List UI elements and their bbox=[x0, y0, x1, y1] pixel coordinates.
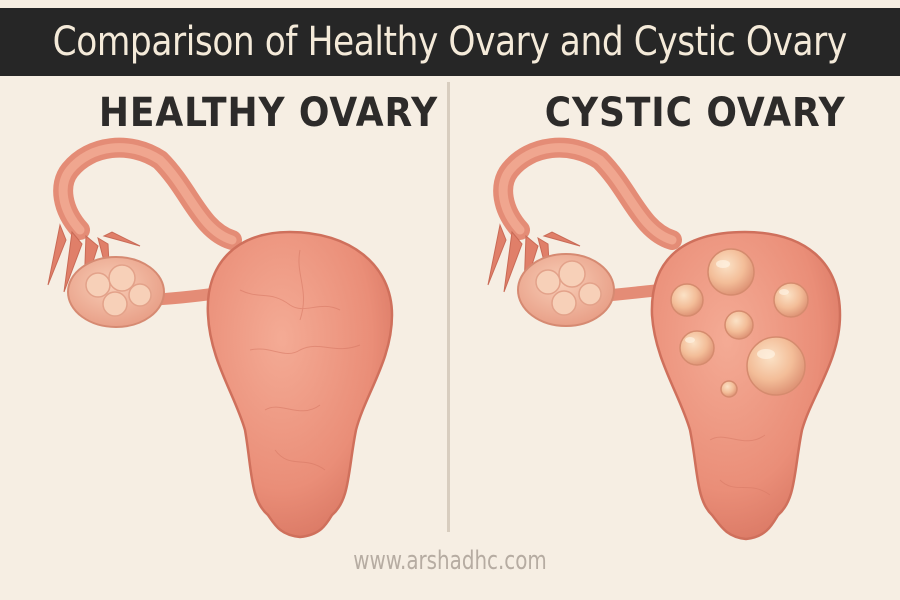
healthy-uterus-illustration bbox=[47, 137, 394, 539]
cyst bbox=[773, 282, 809, 318]
cyst bbox=[679, 330, 715, 366]
cystic-uterus-illustration bbox=[487, 137, 842, 541]
cystic-ovary-heading: CYSTIC OVARY bbox=[544, 90, 846, 136]
healthy-uterus-body bbox=[206, 230, 394, 539]
cystic-ovary bbox=[517, 253, 615, 327]
cyst bbox=[746, 336, 806, 396]
cystic-fimbriae bbox=[487, 223, 581, 293]
title-bar: Comparison of Healthy Ovary and Cystic O… bbox=[0, 8, 900, 76]
cyst bbox=[670, 283, 704, 317]
page-title: Comparison of Healthy Ovary and Cystic O… bbox=[52, 19, 848, 65]
cyst bbox=[720, 380, 738, 398]
panel-divider bbox=[447, 82, 450, 532]
cyst bbox=[707, 248, 755, 296]
healthy-ovary bbox=[67, 256, 165, 328]
cyst bbox=[724, 310, 754, 340]
watermark: www.arshadhc.com bbox=[353, 546, 547, 576]
healthy-ovary-heading: HEALTHY OVARY bbox=[98, 90, 439, 136]
